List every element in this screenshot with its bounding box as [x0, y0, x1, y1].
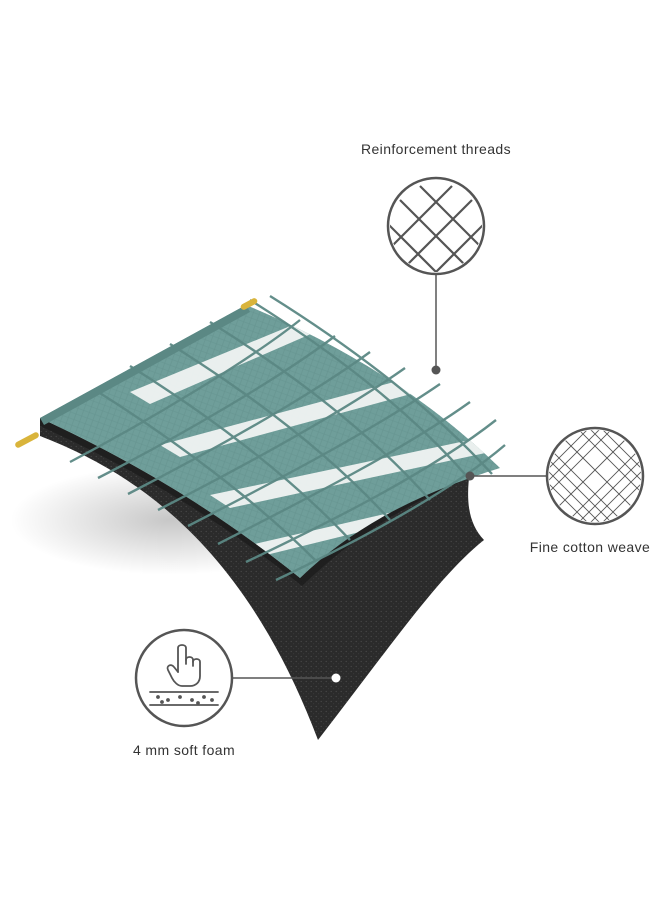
reinforcement-threads-label: Reinforcement threads — [360, 141, 512, 157]
callout-reinforcement — [386, 176, 486, 375]
callout-weave — [465, 426, 645, 526]
reinforcement-grid — [69, 294, 506, 582]
finger-press-foam-icon — [149, 644, 219, 706]
fine-cotton-weave-label: Fine cotton weave — [529, 539, 651, 555]
mat-rods — [15, 298, 258, 448]
callout-foam — [134, 628, 341, 728]
crosshatch-icon — [390, 185, 482, 272]
soft-foam-label: 4 mm soft foam — [132, 742, 236, 758]
foam-layer — [40, 418, 484, 740]
